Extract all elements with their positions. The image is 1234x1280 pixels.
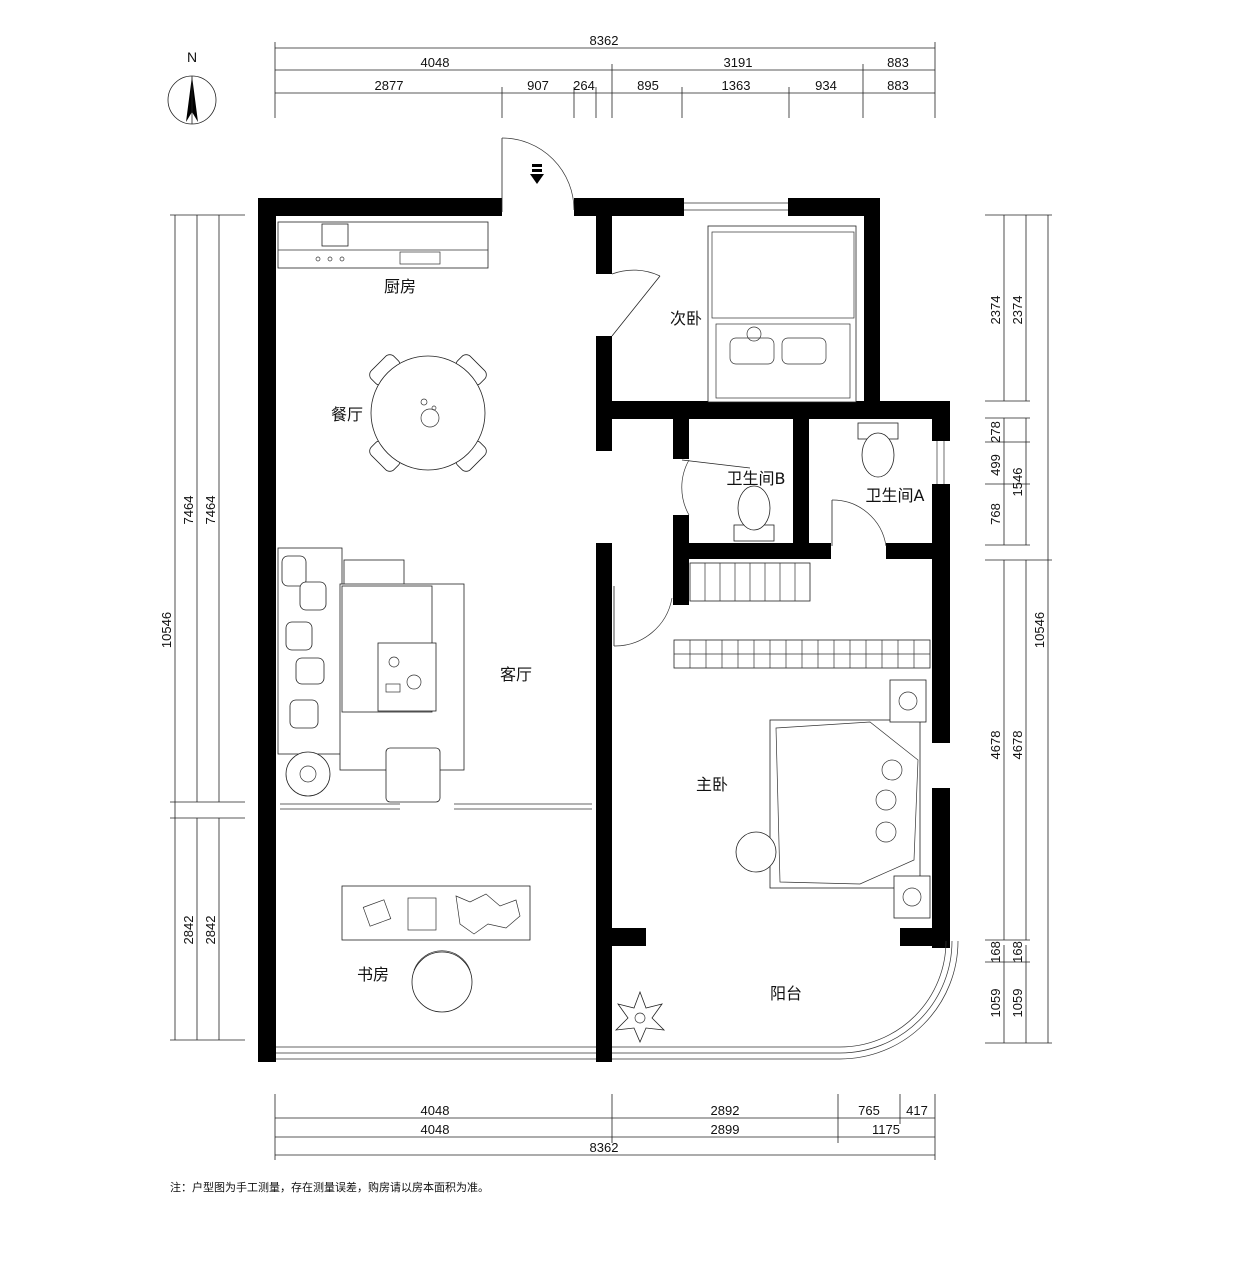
- windows: [276, 202, 959, 1060]
- dim-bottom-row1-3: 765: [858, 1103, 880, 1118]
- dim-right-r2-a: 278: [988, 421, 1003, 443]
- dim-left-upper-a: 7464: [181, 496, 196, 525]
- room-label-bathroom-b: 卫生间B: [727, 469, 786, 488]
- dim-bottom-row1-2: 2892: [711, 1103, 740, 1118]
- plant-icon: [614, 990, 666, 1044]
- dim-bottom-row2-3: 1175: [872, 1122, 900, 1137]
- dim-top-mid-1: 4048: [421, 55, 450, 70]
- dim-right-r3-b: 4678: [1010, 731, 1025, 760]
- kitchen-counter-icon: [277, 221, 489, 269]
- left-dimension-lines: [170, 214, 245, 1041]
- dim-top-detail-6: 934: [815, 78, 837, 93]
- dim-right-total: 10546: [1032, 612, 1047, 648]
- dim-top-detail-3: 264: [573, 78, 595, 93]
- dim-right-r4-a: 168: [988, 941, 1003, 963]
- walls: [258, 198, 950, 1062]
- room-label-master-bedroom: 主卧: [696, 775, 728, 794]
- study-desk-icon: [341, 885, 531, 1013]
- dim-top-detail-2: 907: [527, 78, 549, 93]
- dim-top-detail-5: 1363: [722, 78, 751, 93]
- toilet-b-icon: [733, 485, 775, 542]
- wardrobe-icon: [673, 562, 931, 669]
- top-dimension-lines: [274, 42, 936, 118]
- doors: [501, 137, 887, 647]
- dim-right-r2-d: 1546: [1010, 468, 1025, 497]
- dim-left-total: 10546: [159, 612, 174, 648]
- bottom-dimension-lines: [274, 1094, 936, 1160]
- dim-top-detail-7: 883: [887, 78, 909, 93]
- toilet-a-icon: [857, 422, 899, 478]
- entrance-arrow-icon: [530, 164, 544, 184]
- dim-left-lower-a: 2842: [181, 916, 196, 945]
- room-label-bathroom-a: 卫生间A: [866, 486, 925, 505]
- room-label-dining: 餐厅: [331, 405, 363, 424]
- dim-top-total: 8362: [590, 33, 619, 48]
- bed-master-bedroom-icon: [735, 679, 931, 919]
- dim-bottom-row1-1: 4048: [421, 1103, 450, 1118]
- dim-right-r1-b: 2374: [1010, 296, 1025, 325]
- sofa-icon: [277, 547, 465, 803]
- dining-table-icon: [369, 354, 487, 472]
- right-dimension-lines: [985, 214, 1052, 1044]
- dim-right-r2-c: 768: [988, 503, 1003, 525]
- dim-bottom-row2-1: 4048: [421, 1122, 450, 1137]
- disclaimer-note: 注：户型图为手工测量，存在测量误差，购房请以房本面积为准。: [170, 1181, 489, 1194]
- room-label-balcony: 阳台: [770, 984, 802, 1003]
- dim-right-r2-b: 499: [988, 454, 1003, 476]
- room-label-study: 书房: [357, 965, 389, 984]
- dim-right-r4-b: 168: [1010, 941, 1025, 963]
- room-label-kitchen: 厨房: [384, 277, 416, 296]
- dim-right-r5-a: 1059: [988, 989, 1003, 1018]
- bed-second-bedroom-icon: [707, 225, 857, 403]
- dim-bottom-row1-4: 417: [906, 1103, 928, 1118]
- dim-right-r1-a: 2374: [988, 296, 1003, 325]
- dim-bottom-total: 8362: [590, 1140, 619, 1155]
- north-arrow-icon: [167, 75, 217, 125]
- dim-top-detail-4: 895: [637, 78, 659, 93]
- dim-right-r5-b: 1059: [1010, 989, 1025, 1018]
- dim-bottom-row2-2: 2899: [711, 1122, 740, 1137]
- north-label: N: [187, 49, 197, 65]
- dim-top-detail-1: 2877: [375, 78, 404, 93]
- room-label-second-bedroom: 次卧: [670, 309, 702, 328]
- dim-top-mid-2: 3191: [724, 55, 753, 70]
- dim-right-r3-a: 4678: [988, 731, 1003, 760]
- dim-left-lower-b: 2842: [203, 916, 218, 945]
- room-label-living: 客厅: [500, 665, 532, 684]
- dim-left-upper-b: 7464: [203, 496, 218, 525]
- dim-top-mid-3: 883: [887, 55, 909, 70]
